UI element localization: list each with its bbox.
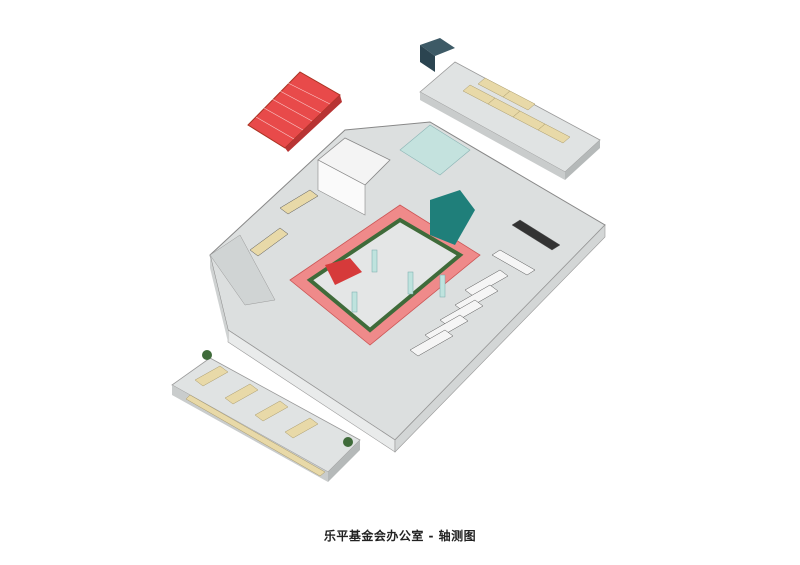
exploded-roof [247,71,342,152]
drawing-caption: 乐平基金会办公室 - 轴测图 [323,529,477,543]
exploded-lower-left-floor [171,350,361,482]
teal-stair [430,190,475,245]
workstations [249,189,561,357]
exploded-upper-right-floor [419,38,601,180]
central-courtyard [289,190,481,346]
